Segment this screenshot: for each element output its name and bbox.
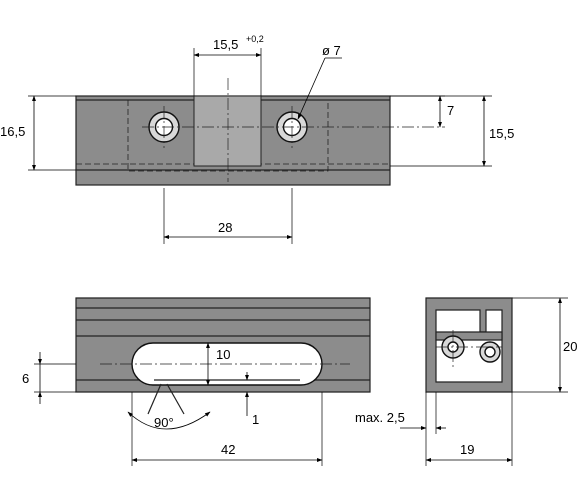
profile-right-hole — [484, 346, 496, 358]
left-height-label: 16,5 — [0, 124, 25, 139]
top-view — [75, 78, 445, 186]
hole-diameter-label: ø 7 — [322, 43, 341, 58]
hole-spacing-label: 28 — [218, 220, 232, 235]
bottom-view-dimensions: 10 6 90° 1 42 — [22, 342, 323, 466]
right-height-label: 15,5 — [489, 126, 514, 141]
oblong-length-label: 42 — [221, 442, 235, 457]
oblong-width-label: 10 — [216, 347, 230, 362]
profile-height-label: 20 — [563, 339, 577, 354]
hole-diameter-leader — [297, 57, 326, 120]
top-view-dimensions: 15,5 +0,2 ø 7 16,5 7 15,5 28 — [0, 34, 514, 244]
profile-outer — [425, 297, 513, 393]
profile-width-label: 19 — [460, 442, 474, 457]
profile-dimensions: 20 max. 2,5 19 — [355, 297, 577, 466]
angle-label: 90° — [154, 415, 174, 430]
chamfer-right-line — [166, 383, 185, 415]
wall-max-label: max. 2,5 — [355, 410, 405, 425]
angle-arc — [127, 411, 211, 430]
slot-width-tolerance: +0,2 — [246, 34, 264, 44]
center-slot — [193, 95, 262, 167]
oblong-offset-label: 6 — [22, 371, 29, 386]
groove-depth-label: 1 — [252, 412, 259, 427]
chamfer-left-line — [147, 383, 162, 415]
bottom-view — [75, 297, 371, 415]
hidden-bracket-outline — [127, 100, 329, 172]
hole-offset-label: 7 — [447, 103, 454, 118]
slot-width-label: 15,5 — [213, 37, 238, 52]
profile-section — [425, 297, 513, 393]
